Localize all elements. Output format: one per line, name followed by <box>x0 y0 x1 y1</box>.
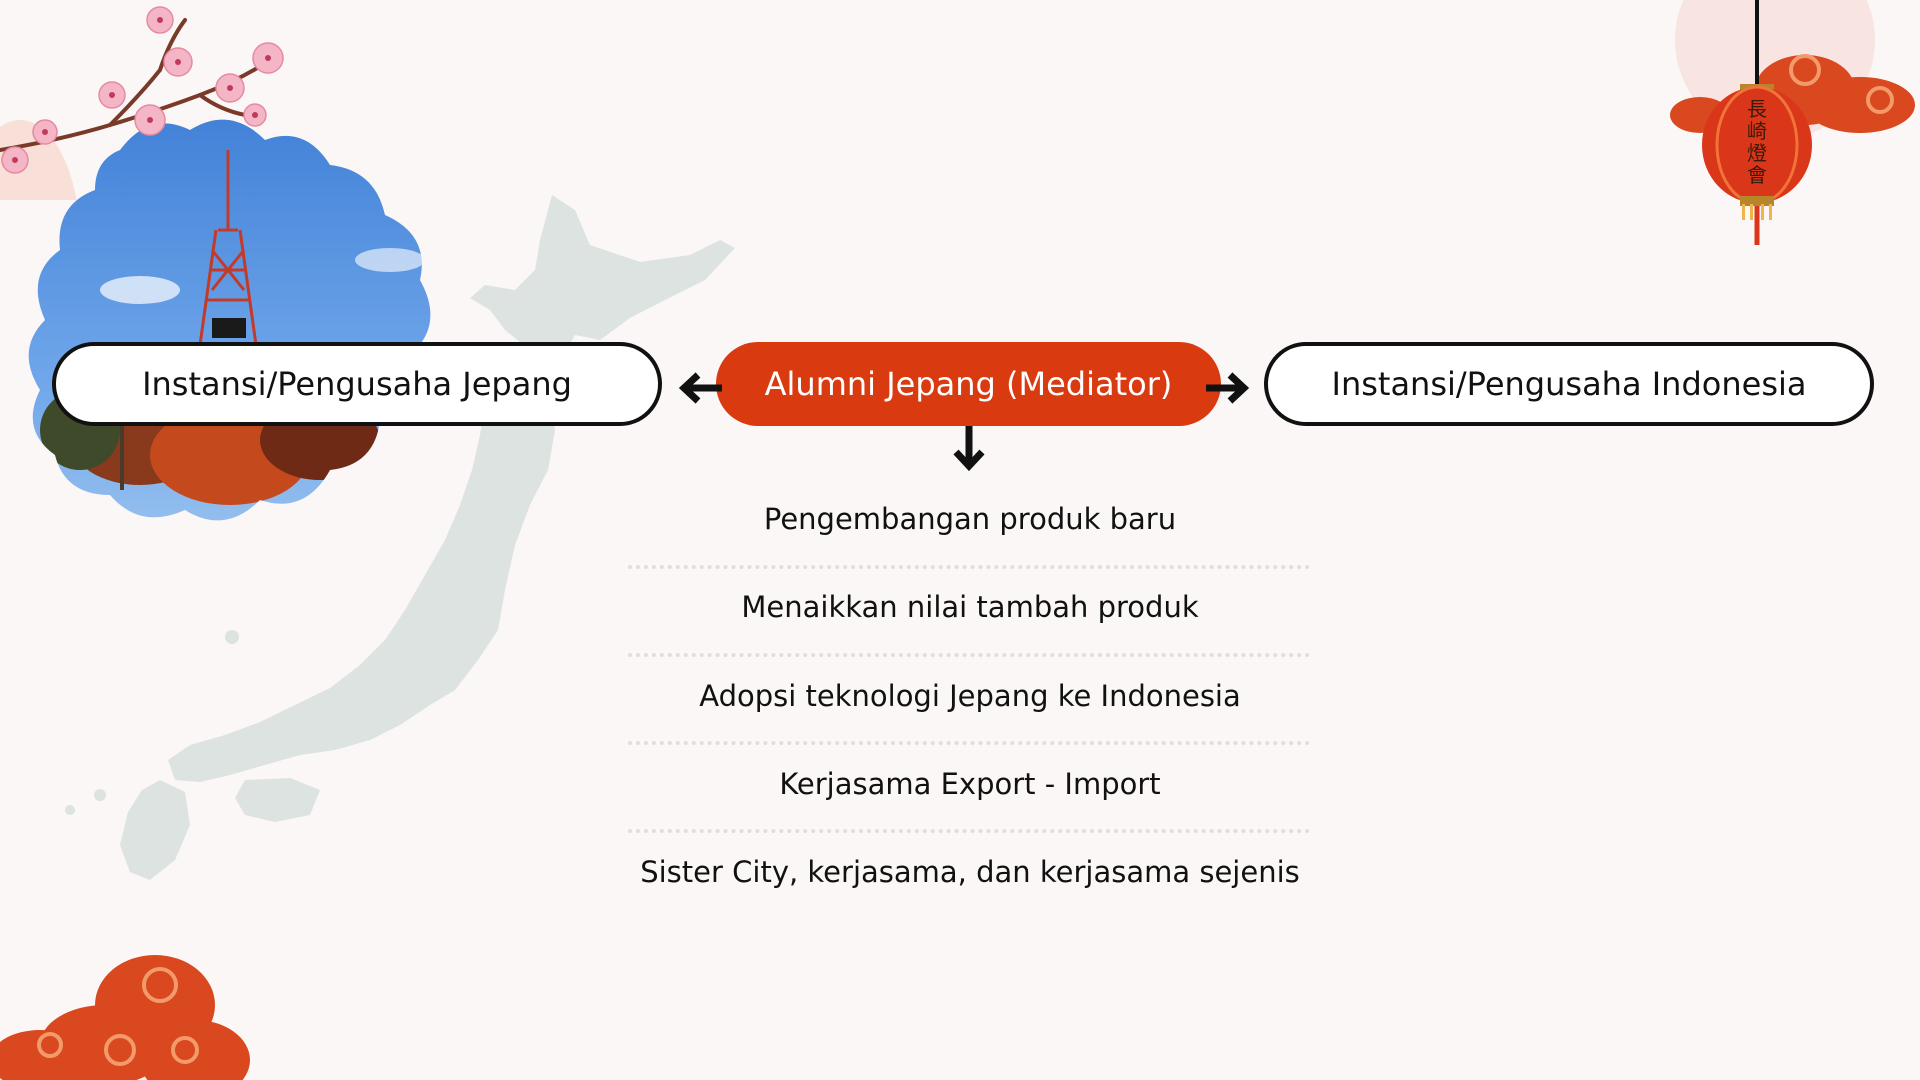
arrow-down-icon <box>953 426 985 472</box>
lantern-text: 長崎燈會 <box>1747 97 1767 187</box>
divider <box>628 829 1310 833</box>
center-node: Alumni Jepang (Mediator) <box>716 342 1221 426</box>
cherry-blossom-icon <box>0 6 284 200</box>
list-item: Kerjasama Export - Import <box>779 767 1161 801</box>
divider <box>628 653 1310 657</box>
cloud-pattern-icon <box>0 955 250 1080</box>
arrow-right-icon <box>1206 372 1250 404</box>
right-node-label: Instansi/Pengusaha Indonesia <box>1331 365 1807 403</box>
divider <box>628 741 1310 745</box>
list-item: Adopsi teknologi Jepang ke Indonesia <box>699 679 1241 713</box>
left-node: Instansi/Pengusaha Jepang <box>52 342 662 426</box>
divider <box>628 565 1310 569</box>
list-item: Menaikkan nilai tambah produk <box>741 590 1199 624</box>
list-item: Sister City, kerjasama, dan kerjasama se… <box>640 855 1300 889</box>
right-node: Instansi/Pengusaha Indonesia <box>1264 342 1874 426</box>
arrow-left-icon <box>678 372 722 404</box>
lantern-icon <box>1670 0 1915 245</box>
left-node-label: Instansi/Pengusaha Jepang <box>142 365 572 403</box>
center-node-label: Alumni Jepang (Mediator) <box>764 365 1173 403</box>
list-item: Pengembangan produk baru <box>763 502 1177 536</box>
